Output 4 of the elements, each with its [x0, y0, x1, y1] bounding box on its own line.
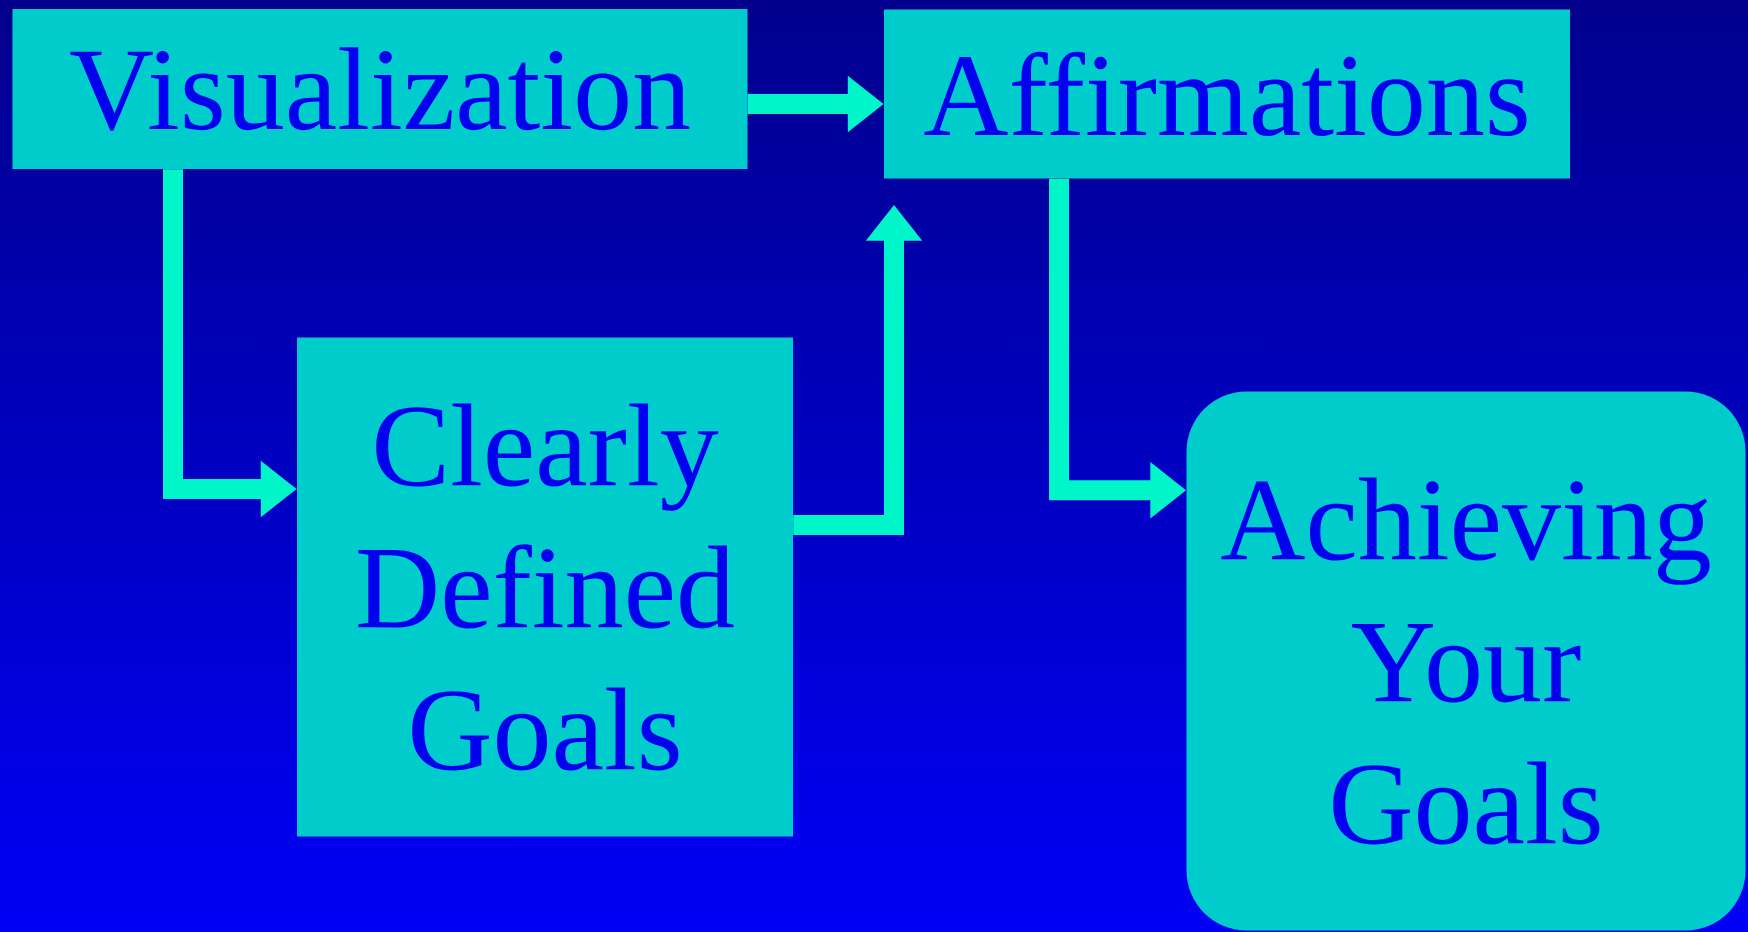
process-box: Affirmations — [884, 9, 1570, 179]
process-box: Clearly Defined Goals — [297, 337, 793, 837]
rounded-box: Achieving Your Goals — [1186, 391, 1746, 931]
process-box: Visualization — [12, 9, 748, 169]
